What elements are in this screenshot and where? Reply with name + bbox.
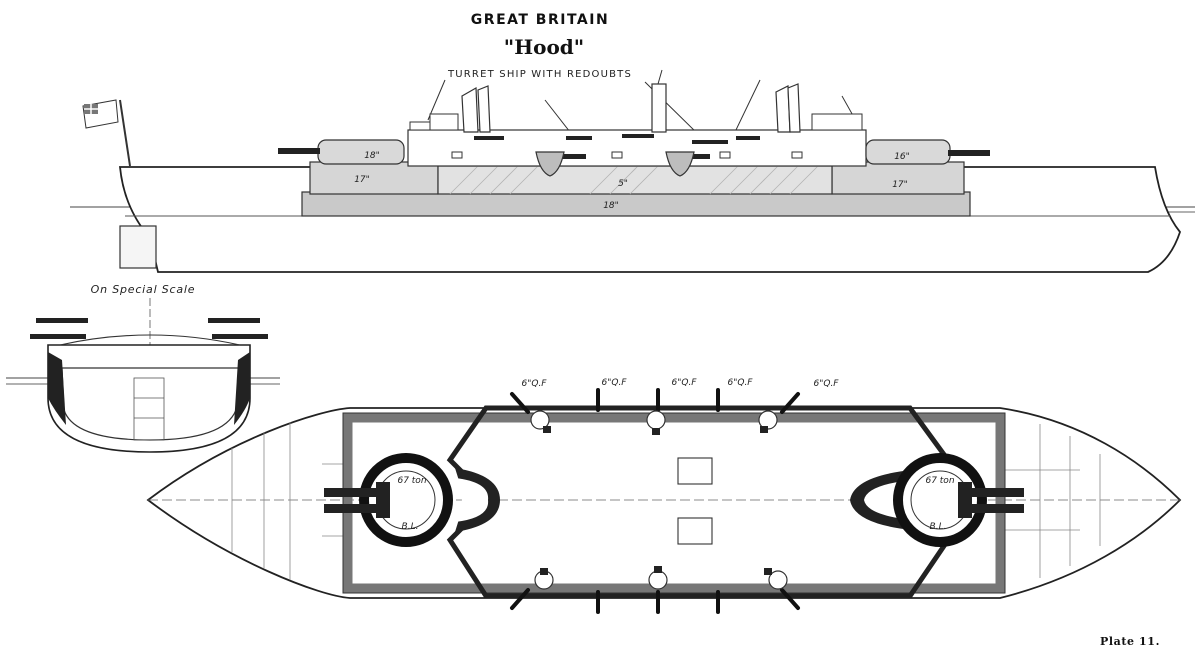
fore-funnel bbox=[461, 86, 479, 133]
country-heading: GREAT BRITAIN bbox=[471, 12, 609, 28]
armour-label-fore-redoubt: 17" bbox=[354, 175, 370, 185]
sponson-aft bbox=[665, 151, 695, 177]
fore-mast bbox=[651, 83, 667, 133]
central-citadel bbox=[437, 165, 833, 195]
aft-turret-caliber: 67 ton bbox=[925, 476, 954, 486]
armour-label-aft-redoubt: 17" bbox=[892, 180, 908, 190]
fore-turret-guns-plan bbox=[324, 482, 390, 518]
qf-label-1: 6"Q.F bbox=[522, 379, 548, 389]
qf-guns-starboard bbox=[510, 588, 800, 614]
rudder bbox=[119, 225, 157, 269]
armour-belt bbox=[301, 191, 971, 217]
section-caption: On Special Scale bbox=[91, 283, 196, 296]
hatch-fore bbox=[677, 457, 713, 485]
aft-turret-guns-plan bbox=[958, 482, 1024, 518]
midship-section: On Special Scale bbox=[6, 283, 280, 453]
fore-turret-profile bbox=[317, 139, 405, 165]
plate-number: Plate 11. bbox=[1100, 635, 1160, 648]
ship-name: "Hood" bbox=[504, 35, 584, 59]
fore-turret-type: B.L. bbox=[402, 522, 419, 532]
hatch-aft bbox=[677, 517, 713, 545]
ship-type-caption: TURRET SHIP WITH REDOUBTS bbox=[447, 69, 632, 80]
qf-label-4: 6"Q.F bbox=[728, 378, 754, 388]
fore-redoubt bbox=[309, 161, 439, 195]
qf-guns-port bbox=[510, 388, 800, 414]
armour-label-fore-turret: 18" bbox=[364, 151, 380, 161]
section-guns bbox=[30, 318, 268, 339]
fore-turret-guns bbox=[278, 148, 320, 154]
ensign-flag bbox=[82, 99, 119, 129]
side-profile: 18" 16" 17" 17" 5" 18" bbox=[70, 69, 1195, 273]
aft-turret-guns bbox=[948, 150, 990, 156]
qf-label-2: 6"Q.F bbox=[602, 378, 628, 388]
armour-label-belt: 18" bbox=[603, 201, 619, 211]
qf-mounts-port bbox=[530, 410, 778, 430]
deck-plan: 67 ton B.L. 67 ton B.L. 6"Q.F 6"Q.F 6"Q.… bbox=[146, 378, 1182, 614]
sponson-fore bbox=[535, 151, 565, 177]
plan-hull-outline bbox=[146, 407, 1182, 599]
qf-label-3: 6"Q.F bbox=[672, 378, 698, 388]
fore-turret-caliber: 67 ton bbox=[397, 476, 426, 486]
armour-label-aft-turret: 16" bbox=[894, 152, 910, 162]
flag-staff bbox=[119, 99, 131, 167]
qf-label-5: 6"Q.F bbox=[814, 379, 840, 389]
aft-turret-type: B.L. bbox=[930, 522, 947, 532]
armour-label-central: 5" bbox=[618, 179, 628, 189]
deck-armoured-box bbox=[343, 413, 1005, 593]
qf-mounts-starboard bbox=[534, 570, 788, 590]
